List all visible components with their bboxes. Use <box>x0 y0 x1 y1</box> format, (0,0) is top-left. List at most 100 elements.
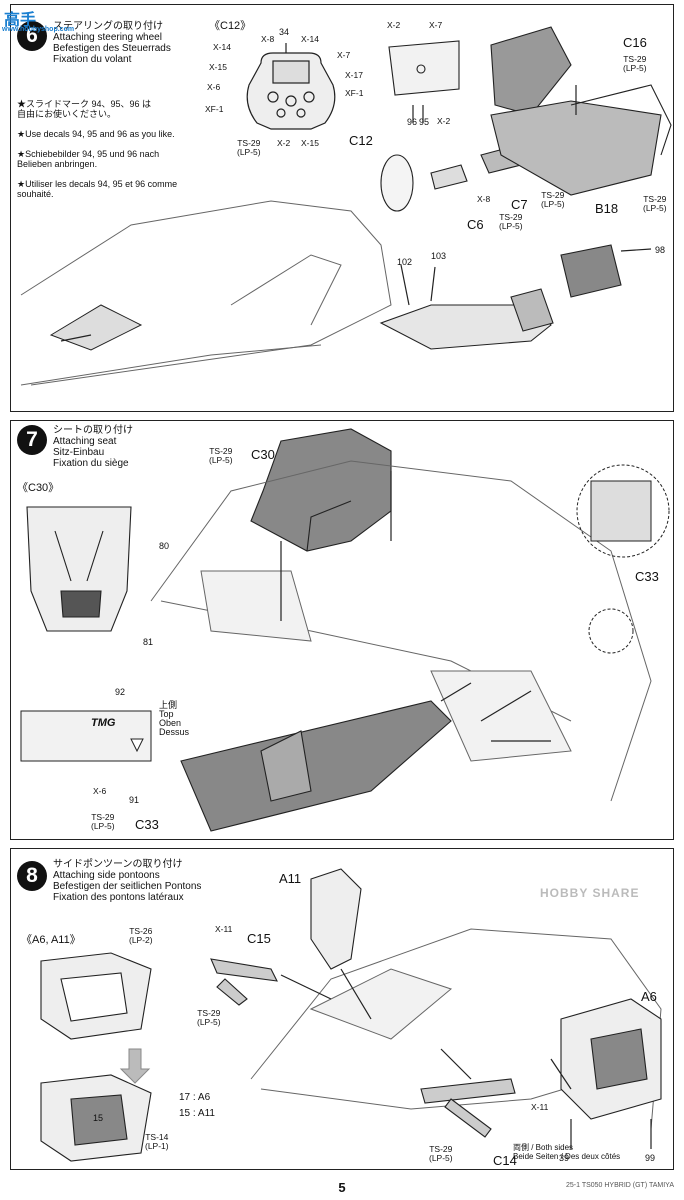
both-sides-line1: 両側 / Both sides <box>513 1143 574 1152</box>
both-sides-label: 両側 / Both sides Beide Seiten / Des deux … <box>513 1143 620 1161</box>
step6-inset-title: 《C12》 <box>209 20 252 32</box>
paint-ts29-b18: TS-29 (LP-5) <box>643 194 667 213</box>
paint-code: X-7 <box>429 20 443 30</box>
paint-x6: X-6 <box>93 786 107 796</box>
paint-ts29-c6: TS-29 (LP-5) <box>499 212 523 231</box>
step7-title-de: Sitz-Einbau <box>53 447 105 458</box>
decal-marker-91: 91 <box>129 795 140 805</box>
paint-code: XF-1 <box>345 88 364 98</box>
decal-marker-inset-15: 15 <box>93 1113 104 1123</box>
step7-title-fr: Fixation du siège <box>53 458 129 469</box>
decal-marker-98: 98 <box>655 245 666 255</box>
watermark-logo-cn: 高手 <box>4 12 37 29</box>
paint-code: X-7 <box>337 50 351 60</box>
step8-illustration <box>40 868 662 1162</box>
footer-code: 25-1 TS050 HYBRID (GT) TAMIYA <box>565 1182 674 1189</box>
step6-heading: ステアリングの取り付け Attaching steering wheel Bef… <box>53 21 171 65</box>
step7-title-jp: シートの取り付け <box>53 425 133 436</box>
detail-magnifier-content <box>590 480 652 542</box>
paint-code: X-2 <box>277 138 291 148</box>
step8-title-jp: サイドポンツーンの取り付け <box>53 859 183 870</box>
paint-x11-c14: X-11 <box>531 1102 549 1112</box>
step6-number: 6 <box>17 21 47 51</box>
page-number: 5 <box>338 1180 346 1195</box>
top-label-jp: 上側 <box>159 700 178 710</box>
decal-marker-81: 81 <box>143 637 154 647</box>
paint-code: X-2 <box>387 20 401 30</box>
logo-tag-drawing <box>20 710 152 762</box>
top-label: 上側 Top Oben Dessus <box>159 701 189 737</box>
paint-code: X-15 <box>301 138 319 148</box>
paint-ts29-c7: TS-29 (LP-5) <box>541 190 565 209</box>
paint-code: X-14 <box>301 34 319 44</box>
paint-ts29-c14: TS-29 (LP-5) <box>429 1144 453 1163</box>
paint-ts14: TS-14 (LP-1) <box>145 1132 169 1151</box>
cockpit-body-drawing <box>490 26 672 196</box>
paint-code: X-15 <box>209 62 227 72</box>
step8-arrows <box>280 968 652 1149</box>
step6-note-jp: ★スライドマーク 94、95、96 は 自由にお使いください。 <box>17 99 152 119</box>
step7-inset-title: 《C30》 <box>17 482 60 494</box>
a6-part-drawing <box>560 998 662 1120</box>
paint-code: X-8 <box>477 194 491 204</box>
top-label-en: Top <box>159 709 174 719</box>
part-label-c33: C33 <box>135 817 159 832</box>
decal-marker-92: 92 <box>115 687 126 697</box>
step6-title-en: Attaching steering wheel <box>53 32 162 43</box>
step7-title-en: Attaching seat <box>53 436 117 447</box>
assembly-arrows <box>60 43 652 342</box>
paint-code: XF-1 <box>205 104 224 114</box>
paint-code: X-8 <box>261 34 275 44</box>
decal-marker-99: 99 <box>645 1153 656 1163</box>
step7-chassis-drawing <box>150 460 652 802</box>
step6-note-fr: ★Utiliser les decals 94, 95 et 96 comme … <box>17 179 178 199</box>
step8-title-de: Befestigen der seitlichen Pontons <box>53 881 202 892</box>
decal-marker-102: 102 <box>397 257 413 267</box>
a11-part-drawing <box>310 868 362 970</box>
decal-marker-34: 34 <box>279 27 290 37</box>
step6-title-fr: Fixation du volant <box>53 54 132 65</box>
part-label-c7: C7 <box>511 197 528 212</box>
seat-inset-drawing <box>26 506 132 632</box>
seat-part-drawing <box>250 428 392 552</box>
step6-note-en: ★Use decals 94, 95 and 96 as you like. <box>17 129 175 139</box>
decal-sheet-drawing <box>388 40 460 96</box>
part-label-c14: C14 <box>493 1153 517 1168</box>
step8-number: 8 <box>17 861 47 891</box>
decal-marker-96: 96 <box>407 117 418 127</box>
step8-title-fr: Fixation des pontons latéraux <box>53 892 184 903</box>
nose-assembly-drawing <box>379 244 622 350</box>
top-label-fr: Dessus <box>159 727 190 737</box>
paint-code: TS-29 (LP-5) <box>237 138 261 157</box>
detail-magnifier-drawing <box>576 464 670 654</box>
c15-strut-drawing <box>210 958 278 1006</box>
part-label-c16: C16 <box>623 35 647 50</box>
watermark-logo-site: www.hobbyshop.com <box>2 26 75 33</box>
step6-title-jp: ステアリングの取り付け <box>53 21 163 32</box>
both-sides-line2: Beide Seiten / Des deux côtés <box>513 1152 621 1161</box>
part-label-c30: C30 <box>251 447 275 462</box>
paint-x11-c15: X-11 <box>215 924 233 934</box>
step6-panel: 6 ステアリングの取り付け Attaching steering wheel B… <box>10 4 674 412</box>
step7-panel: 7 シートの取り付け Attaching seat Sitz-Einbau Fi… <box>10 420 674 840</box>
step8-heading: サイドポンツーンの取り付け Attaching side pontoons Be… <box>53 859 201 903</box>
step6-note: ★スライドマーク 94、95、96 は 自由にお使いください。 ★Use dec… <box>17 89 227 209</box>
decal-marker-95: 95 <box>419 117 430 127</box>
step8-title-en: Attaching side pontoons <box>53 870 160 881</box>
paint-ts29-c15: TS-29 (LP-5) <box>197 1008 221 1027</box>
decal-marker-103: 103 <box>431 251 447 261</box>
floor-part-drawing <box>180 700 452 832</box>
watermark-overlay: HOBBY SHARE <box>540 886 640 900</box>
paint-ts26: TS-26 (LP-2) <box>129 926 153 945</box>
pontoon-inset-bottom-drawing <box>40 1074 152 1162</box>
decal-marker-39: 39 <box>559 1153 570 1163</box>
pontoon-inset-arrow <box>119 1048 151 1084</box>
part-label-c12: C12 <box>349 133 373 148</box>
paint-code: X-14 <box>213 42 231 52</box>
step6-illustration <box>20 26 672 386</box>
top-label-de: Oben <box>159 718 182 728</box>
decal-a6-label: 17 : A6 <box>179 1092 211 1103</box>
part-label-c6: C6 <box>467 217 484 232</box>
paint-ts29-c30: TS-29 (LP-5) <box>209 446 233 465</box>
paint-ts29-c33: TS-29 (LP-5) <box>91 812 115 831</box>
